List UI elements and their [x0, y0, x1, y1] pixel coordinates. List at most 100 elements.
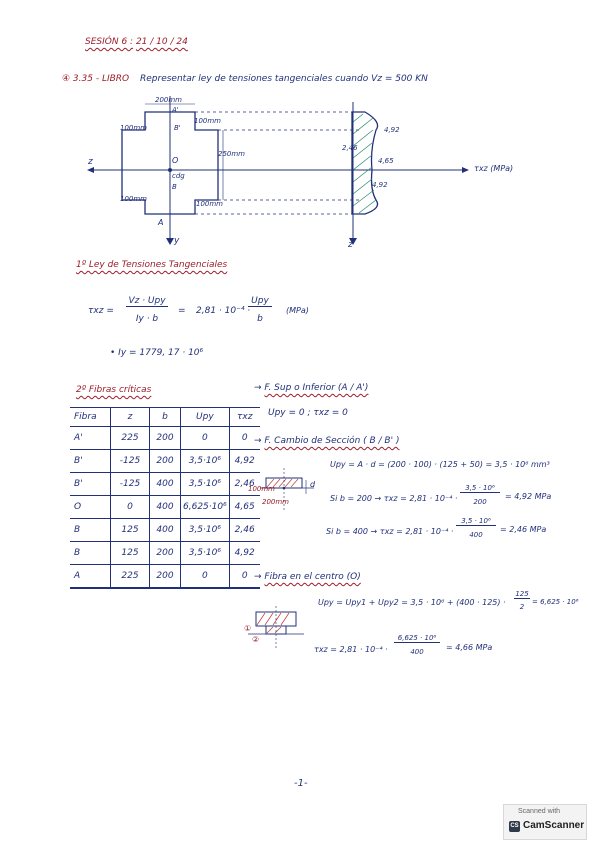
table-cell: 400	[149, 495, 181, 519]
sb400-result: = 2,46 MPa	[500, 525, 547, 534]
table-cell: 3,5·10⁶	[180, 518, 230, 542]
label-z-axis: z	[88, 157, 93, 167]
problem-header: ④ 3.35 - LIBRO Representar ley de tensio…	[62, 74, 428, 84]
sb400-line: Si b = 400 → τxz = 2,81 · 10⁻⁴ ·	[326, 527, 453, 536]
section1-coefficient: 2,81 · 10⁻⁴ ·	[196, 306, 251, 316]
table-cell: A	[70, 564, 111, 589]
sb200-denominator: 200	[473, 498, 487, 506]
table-cell: 200	[149, 564, 181, 589]
table-cell: B	[70, 518, 111, 542]
table-cell: -125	[110, 472, 150, 496]
sb400-numerator: 3,5 · 10⁶	[456, 517, 496, 526]
camscanner-logo-icon: CS	[509, 821, 520, 832]
centro-equation: Upy = Upy1 + Upy2 = 3,5 · 10⁶ + (400 · 1…	[318, 598, 506, 607]
marker-2: ②	[252, 635, 260, 644]
table-cell: B'	[70, 449, 111, 473]
centro-result: = 6,625 · 10⁶	[532, 598, 579, 606]
label-o: O	[172, 156, 179, 165]
table-cell: 225	[110, 564, 150, 589]
sb200-label: Si b = 200	[330, 494, 372, 503]
session-date: 21 / 10 / 24	[135, 37, 188, 47]
sb200-result: = 4,92 MPa	[505, 492, 552, 501]
stress-value-top: 4,92	[384, 126, 400, 134]
table-cell: 2,46	[228, 518, 260, 542]
arrow-icon: →	[374, 494, 382, 503]
section1-iy: • Iy = 1779, 17 · 10⁶	[110, 348, 204, 358]
session-label-text: SESIÓN 6 :	[85, 37, 134, 47]
stress-value-mid: 4,65	[378, 157, 394, 165]
badge-line2: CamScanner	[523, 820, 585, 831]
table-header-cell: Fibra	[70, 407, 111, 427]
label-a-prime: A'	[172, 106, 179, 114]
arrow-icon: →	[254, 436, 262, 446]
section1-numerator: Vz · Upy	[126, 296, 168, 307]
table-row: B' -125 400 3,5·10⁶ 2,46	[70, 472, 260, 496]
table-cell: B'	[70, 472, 111, 496]
sb200-line: Si b = 200 → τxz = 2,81 · 10⁻⁴ ·	[330, 494, 457, 503]
table-cell: 3,5·10⁶	[180, 541, 230, 565]
sup-equation: Upy = 0 ; τxz = 0	[268, 408, 348, 418]
label-flange-right-top: 100mm	[194, 117, 221, 125]
table-row: A' 225 200 0 0	[70, 426, 260, 450]
label-y-axis: y	[174, 236, 180, 246]
cambio-title: F. Cambio de Sección ( B / B' )	[264, 436, 400, 446]
stress-axis-arrow	[462, 167, 469, 173]
marker-1: ①	[244, 624, 252, 633]
session-label: SESIÓN 6 : 21 / 10 / 24	[85, 37, 188, 47]
stress-diagram-outline	[351, 111, 379, 215]
section-sketch	[260, 468, 314, 510]
centro-tau-den: 400	[410, 648, 424, 656]
upy-equation: Upy = A · d = (200 · 100) · (125 + 50) =…	[330, 460, 550, 469]
table-cell: 0	[228, 564, 260, 589]
arrow-icon: →	[254, 572, 262, 582]
table-cell: 3,5·10⁶	[180, 449, 230, 473]
sup-title-line: → F. Sup o Inferior (A / A')	[254, 383, 368, 393]
centro-title: Fibra en el centro (O)	[264, 572, 361, 582]
cross-section-figure	[87, 96, 469, 245]
table-cell: 0	[110, 495, 150, 519]
sketch-d-label: d	[310, 480, 316, 489]
stress-z-arrow	[349, 238, 357, 245]
table-cell: A'	[70, 426, 111, 450]
y-axis-arrow	[166, 238, 174, 245]
section1-unit: (MPa)	[286, 306, 309, 315]
section1-equals: =	[178, 306, 186, 316]
table-cell: B	[70, 541, 111, 565]
stress-z-label: z	[348, 240, 353, 250]
centro-tau-num: 6,625 · 10⁶	[394, 634, 440, 643]
section1-denominator: Iy · b	[135, 314, 159, 324]
label-web-dim: 250mm	[218, 150, 245, 158]
table-header-cell: Upy	[180, 407, 230, 427]
stress-value-bot: 4,92	[372, 181, 388, 189]
section1-lhs: τxz =	[88, 306, 114, 316]
centro-tau: τxz = 2,81 · 10⁻⁴ ·	[314, 645, 388, 654]
table-cell: 0	[228, 426, 260, 450]
table-row: A 225 200 0 0	[70, 564, 260, 589]
table-row: O 0 400 6,625·10⁶ 4,65	[70, 495, 260, 519]
table-cell: -125	[110, 449, 150, 473]
z-axis-arrow-left	[87, 167, 94, 173]
table-header-cell: z	[110, 407, 150, 427]
table-cell: 2,46	[228, 472, 260, 496]
label-a: A	[158, 218, 164, 227]
table-cell: 225	[110, 426, 150, 450]
centro-sketch	[248, 606, 304, 648]
table-cell: 4,92	[228, 541, 260, 565]
label-b: B	[172, 183, 177, 191]
cdg-point	[168, 168, 172, 172]
centro-title-line: → Fibra en el centro (O)	[254, 572, 361, 582]
stress-axis-label: τxz (MPa)	[474, 164, 514, 173]
section1-numerator2: Upy	[248, 296, 272, 307]
table-cell: 0	[180, 426, 230, 450]
table-cell: O	[70, 495, 111, 519]
critical-fibers-table: Fibra z b Upy τxz A' 225 200 0 0 B' -125…	[70, 407, 260, 589]
sb400-equation: τxz = 2,81 · 10⁻⁴ ·	[379, 527, 454, 536]
section1-title: 1º Ley de Tensiones Tangenciales	[76, 260, 228, 270]
centro-frac-den: 2	[519, 603, 525, 611]
stress-hatching	[352, 113, 377, 214]
table-header-row: Fibra z b Upy τxz	[70, 407, 260, 427]
centro-tau-result: = 4,66 MPa	[446, 643, 493, 652]
table-row: B 125 400 3,5·10⁶ 2,46	[70, 518, 260, 542]
table-header-cell: b	[149, 407, 181, 427]
label-b-prime: B'	[174, 124, 181, 132]
